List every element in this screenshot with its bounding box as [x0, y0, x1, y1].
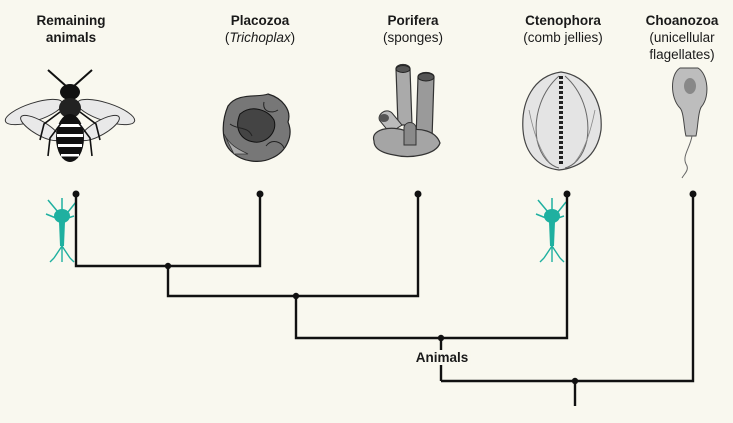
node-dots: [164, 262, 579, 385]
taxon-name: Ctenophora: [525, 13, 601, 28]
node-dot: [292, 292, 300, 300]
comb-jelly-icon: [522, 71, 602, 171]
taxon-subtitle: (Trichoplax): [224, 30, 296, 45]
placozoan-icon: [222, 93, 291, 162]
neuron-icon: [535, 198, 567, 263]
tip-dot: [563, 190, 571, 198]
node-dot: [437, 334, 445, 342]
tip-dot: [414, 190, 422, 198]
tip-dot: [256, 190, 264, 198]
node-dot: [164, 262, 172, 270]
taxon-name: Placozoa: [230, 13, 290, 28]
tip-dot: [72, 190, 80, 198]
tree-branch-to-ctenophora: [294, 194, 569, 340]
tip-dots: [72, 190, 697, 198]
taxon-subtitle: (sponges): [382, 30, 444, 45]
phylogenetic-tree: [74, 194, 695, 406]
taxon-label-ctenophora: Ctenophora (comb jellies): [523, 12, 603, 46]
node-dot: [571, 377, 579, 385]
tree-branch-to-choanozoa: [441, 194, 695, 383]
taxon-label-placozoa: Placozoa (Trichoplax): [225, 12, 295, 46]
taxon-name: Remaining animals: [36, 13, 106, 45]
taxon-subtitle: (comb jellies): [523, 30, 603, 45]
tree-branch-remaining-placozoa: [74, 194, 262, 268]
taxon-label-choanozoa: Choanozoa (unicellular flagellates): [646, 12, 719, 63]
taxon-label-porifera: Porifera (sponges): [383, 12, 443, 46]
choanoflagellate-icon: [672, 67, 708, 179]
wasp-icon: [4, 69, 136, 162]
sponge-icon: [373, 63, 441, 158]
tree-branch-to-porifera: [166, 194, 420, 298]
clade-label-animals: Animals: [413, 350, 471, 365]
taxon-subtitle-italic: Trichoplax: [229, 30, 291, 45]
taxon-label-remaining-animals: Remaining animals: [36, 12, 105, 46]
taxon-name: Choanozoa: [645, 13, 719, 28]
neuron-icon: [45, 198, 77, 263]
tip-dot: [689, 190, 697, 198]
taxon-name: Porifera: [387, 13, 439, 28]
taxon-subtitle: (unicellular flagellates): [649, 30, 715, 62]
